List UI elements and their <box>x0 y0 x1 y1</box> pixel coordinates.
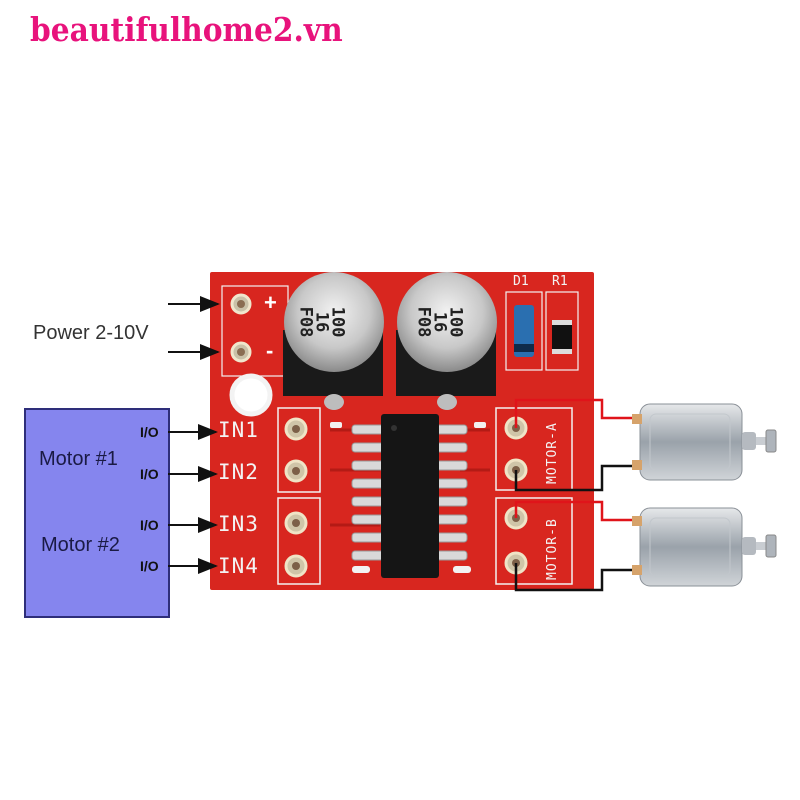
wires-motor-a <box>514 398 640 492</box>
mounting-hole <box>229 373 273 417</box>
capacitor-2-marking: 100 16 F08 <box>413 306 466 338</box>
pin-label-in2: IN2 <box>218 460 259 484</box>
motor-a-box <box>495 407 573 491</box>
pin-label-in3: IN3 <box>218 512 259 536</box>
input-header-box-2 <box>277 497 321 585</box>
power-label: Power 2-10V <box>33 322 149 344</box>
d1-silk-label: D1 <box>513 274 529 289</box>
capacitor-1 <box>283 272 384 410</box>
capacitor-1-marking: 100 16 F08 <box>295 306 348 338</box>
motor-a-silk-label: MOTOR-A <box>545 422 560 484</box>
input-pads <box>284 417 308 578</box>
motor-pads <box>504 416 528 575</box>
motor1-label: Motor #1 <box>39 448 118 470</box>
input-header-box-1 <box>277 407 321 493</box>
io-label-4: I/O <box>140 558 159 574</box>
pin-label-in4: IN4 <box>218 554 259 578</box>
resistor-r1 <box>552 320 572 354</box>
minus-sign: - <box>266 338 274 363</box>
d1-box <box>505 291 543 371</box>
r1-silk-label: R1 <box>552 274 568 289</box>
watermark-logo: beautifulhome2.vn <box>30 10 343 49</box>
dc-motor-b <box>632 507 777 587</box>
controller-box: Motor #1 Motor #2 <box>24 408 170 618</box>
io-label-2: I/O <box>140 466 159 482</box>
io-label-1: I/O <box>140 424 159 440</box>
diode-d1 <box>514 305 534 357</box>
capacitor-2 <box>396 272 497 410</box>
motor2-label: Motor #2 <box>41 534 120 556</box>
r1-box <box>545 291 579 371</box>
pin-label-in1: IN1 <box>218 418 259 442</box>
io-label-3: I/O <box>140 517 159 533</box>
plus-sign: + <box>264 290 277 315</box>
motor-b-silk-label: MOTOR-B <box>545 518 560 580</box>
driver-ic <box>351 414 468 578</box>
wires-motor-b <box>514 500 640 592</box>
dc-motor-a <box>632 403 777 481</box>
motor-b-box <box>495 497 573 585</box>
